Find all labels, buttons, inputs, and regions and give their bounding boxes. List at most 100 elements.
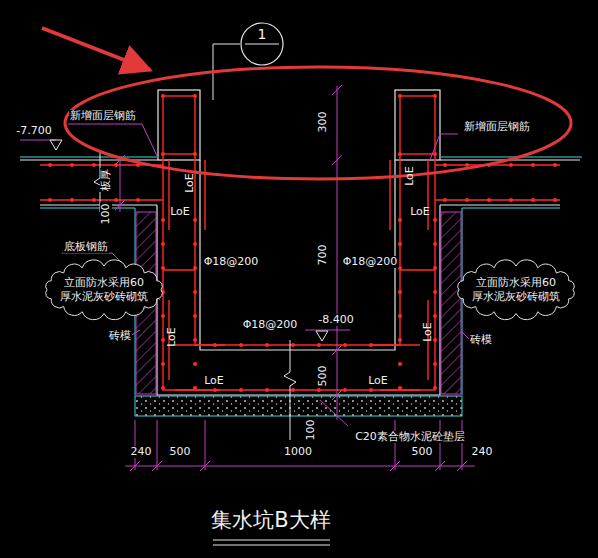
cloud-shape <box>46 260 163 320</box>
rebar-dot <box>213 388 217 392</box>
rebar-dot <box>509 198 513 202</box>
rebar-dot <box>553 198 557 202</box>
note-text: 底板钢筋 <box>63 241 109 253</box>
dimension-text: 100 <box>305 419 317 442</box>
rebar-dot <box>433 218 437 222</box>
rebar <box>40 96 560 390</box>
rebar-dot <box>433 152 437 156</box>
note-text: Φ18@200 <box>342 256 399 268</box>
rebar-dot <box>70 163 74 167</box>
rebar-dot <box>398 386 402 390</box>
rebar-dot <box>161 152 165 156</box>
rebar-dot <box>193 152 197 156</box>
revision-cloud: 立面防水采用60 厚水泥灰砂砖砌筑 <box>457 264 575 316</box>
rebar-dot <box>317 388 321 392</box>
rebar-dot <box>398 290 402 294</box>
note-text: 砖模 <box>469 334 493 346</box>
rebar-dot <box>161 266 165 270</box>
rebar-dot <box>465 198 469 202</box>
rebar-dot <box>398 314 402 318</box>
dimension-text: 1000 <box>283 446 313 458</box>
rebar-dot <box>193 290 197 294</box>
rebar-dot <box>398 362 402 366</box>
rebar-dot <box>265 388 269 392</box>
rebar-dot <box>161 242 165 246</box>
note-text: C20素合物水泥砼垫层 <box>354 431 466 443</box>
rebar-dot <box>161 314 165 318</box>
highlight-ellipse <box>65 67 571 179</box>
note-text: Φ18@200 <box>242 319 299 331</box>
rebar-dot <box>465 163 469 167</box>
rebar-dot <box>443 163 447 167</box>
note-text: 100 <box>100 203 112 226</box>
cloud-shape <box>458 260 575 320</box>
rebar-dot <box>398 242 402 246</box>
drawing-title: 集水坑B大样 <box>210 509 331 532</box>
rebar-dot <box>193 242 197 246</box>
rebar-dot <box>398 266 402 270</box>
note-text: 板厚 <box>100 168 112 192</box>
dimension-lines <box>115 85 475 471</box>
rebar-dot <box>433 314 437 318</box>
dimension-text: 500 <box>169 446 192 458</box>
dimension-text: 240 <box>130 446 153 458</box>
note-text: Φ18@200 <box>203 256 260 268</box>
anchorage-label: LoE <box>203 375 225 387</box>
rebar-dot <box>193 362 197 366</box>
rebar-dot <box>433 386 437 390</box>
rebar-dot <box>193 314 197 318</box>
brick-wall <box>441 212 461 394</box>
rebar-dot <box>509 163 513 167</box>
rebar-dot <box>433 266 437 270</box>
cushion-layer <box>135 396 462 416</box>
rebar-dot <box>161 362 165 366</box>
rebar-dot <box>161 218 165 222</box>
rebar-dot <box>398 94 402 98</box>
callout-divider <box>245 44 279 45</box>
leader-lines <box>20 124 470 426</box>
dimension-text: 500 <box>411 446 434 458</box>
anchorage-label: LoE <box>184 172 196 194</box>
rebar-dot <box>343 388 347 392</box>
rebar-dots <box>48 94 557 392</box>
rebar-dot <box>443 198 447 202</box>
rebar-dot <box>553 163 557 167</box>
rebar-dot <box>48 198 52 202</box>
highlight-arrow <box>42 28 150 70</box>
rebar-dot <box>136 198 140 202</box>
rebar-dot <box>291 388 295 392</box>
rebar-dot <box>343 343 347 347</box>
note-text: 立面防水采用60 厚水泥灰砂砖砌筑 <box>59 276 149 304</box>
callout-number: 1 <box>240 26 284 44</box>
rebar-dot <box>369 388 373 392</box>
note-text: 新增面层钢筋 <box>463 121 531 133</box>
revision-cloud: 立面防水采用60 厚水泥灰砂砖砌筑 <box>45 264 163 316</box>
rebar-dot <box>487 198 491 202</box>
anchorage-label: LoE <box>409 206 431 218</box>
anchorage-label: LoE <box>404 165 416 187</box>
rebar-dot <box>70 198 74 202</box>
rebar-dot <box>239 388 243 392</box>
rebar-dot <box>317 343 321 347</box>
rebar-dot <box>531 163 535 167</box>
rebar-dot <box>193 338 197 342</box>
note-text: 立面防水采用60 厚水泥灰砂砖砌筑 <box>471 276 561 304</box>
rebar-dot <box>213 343 217 347</box>
dimension-text: 500 <box>317 365 329 388</box>
concrete-outline <box>20 90 580 395</box>
rebar-dot <box>433 94 437 98</box>
rebar-dot <box>398 152 402 156</box>
dimension-text: 240 <box>471 446 494 458</box>
dimension-text: 300 <box>317 111 329 134</box>
rebar-dot <box>193 266 197 270</box>
rebar-dot <box>291 343 295 347</box>
anchorage-label: LoE <box>169 206 191 218</box>
rebar-dot <box>161 338 165 342</box>
note-text: -8.400 <box>317 314 354 326</box>
rebar-dot <box>193 218 197 222</box>
rebar-dot <box>433 242 437 246</box>
rebar-dot <box>193 94 197 98</box>
title-underline <box>213 540 330 545</box>
rebar-dot <box>92 163 96 167</box>
rebar-dot <box>48 163 52 167</box>
